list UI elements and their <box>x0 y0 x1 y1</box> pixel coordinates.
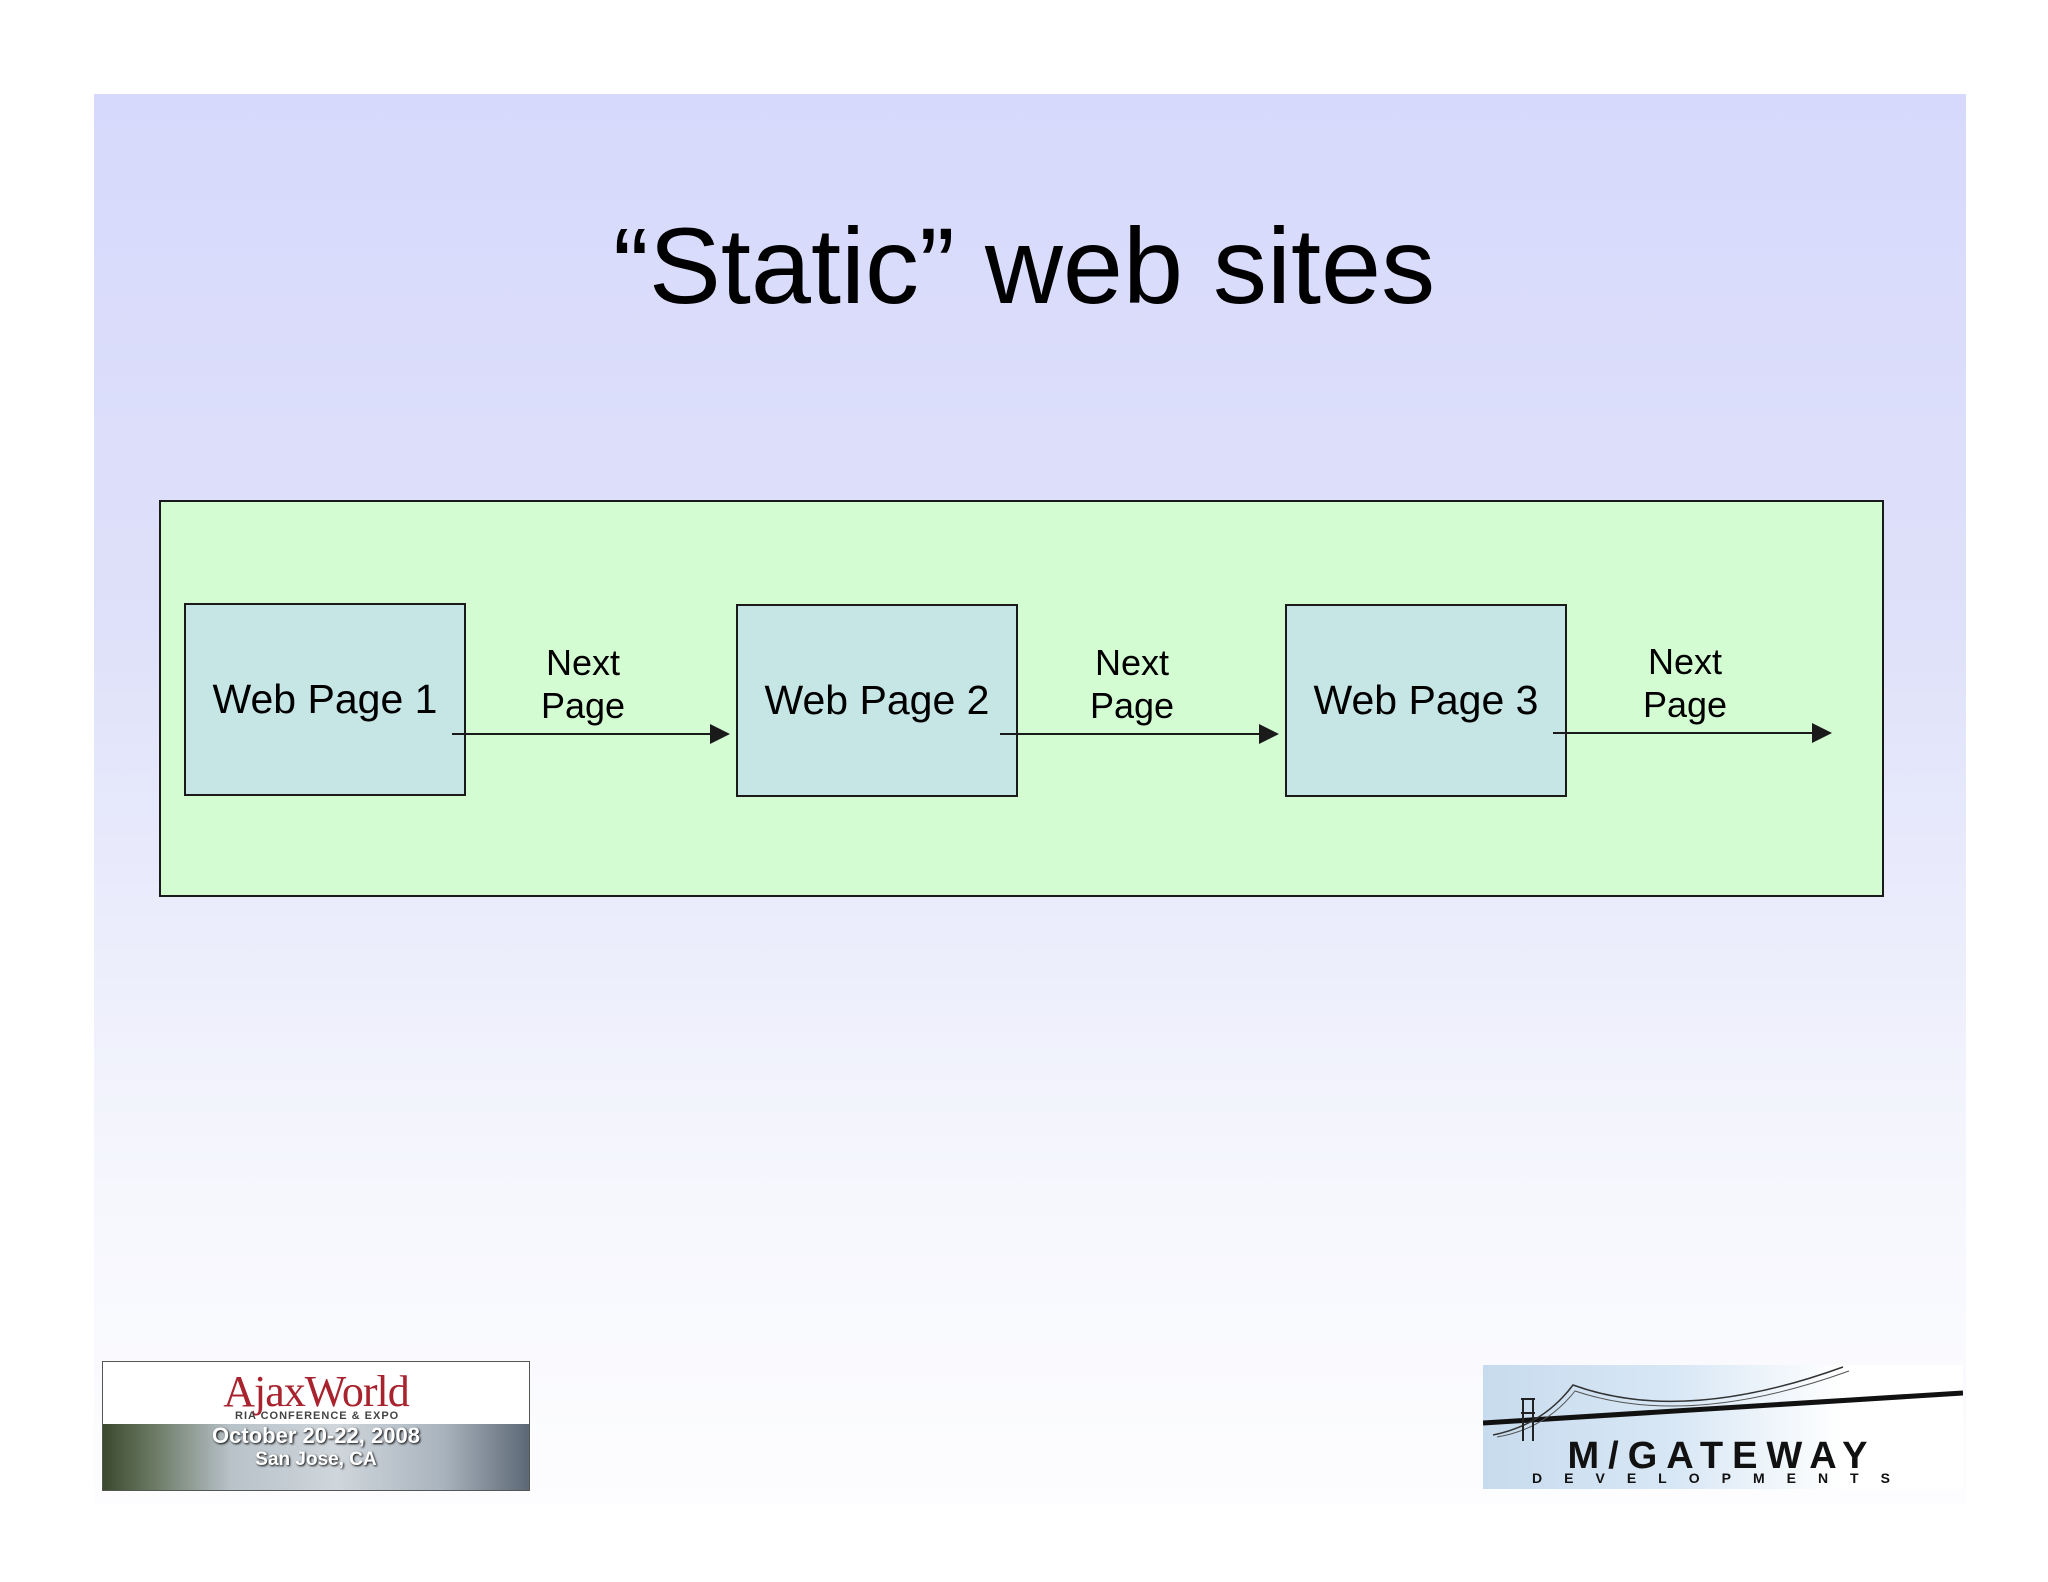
edge-label-2: Next Page <box>1032 641 1232 727</box>
slide-title: “Static” web sites <box>612 205 1436 326</box>
mgateway-logo: M/GATEWAY DEVELOPMENTS <box>1483 1365 1963 1489</box>
mgateway-brand: M/GATEWAY <box>1567 1435 1877 1477</box>
ajaxworld-date: October 20-22, 2008 <box>212 1423 420 1448</box>
edge-label-1: Next Page <box>483 641 683 727</box>
edge-label-1-line2: Page <box>540 685 626 726</box>
ajaxworld-logo-header <box>103 1362 529 1424</box>
ajaxworld-event-info: October 20-22, 2008 San Jose, CA <box>103 1424 529 1472</box>
ajaxworld-logo: AjaxWorld RIA CONFERENCE & EXPO October … <box>102 1361 530 1491</box>
edge-arrow-3 <box>1553 723 1832 743</box>
edge-label-3-line1: Next <box>1647 641 1723 682</box>
edge-label-3-line2: Page <box>1642 684 1728 725</box>
edge-label-3: Next Page <box>1585 640 1785 726</box>
node-web-page-2: Web Page 2 <box>736 604 1018 797</box>
ajaxworld-brand: AjaxWorld <box>223 1367 409 1416</box>
edge-arrow-2 <box>1000 724 1279 744</box>
edge-arrow-1 <box>452 724 730 744</box>
ajaxworld-location: San Jose, CA <box>255 1449 377 1470</box>
bridge-icon <box>1483 1366 1963 1441</box>
mgateway-tagline: DEVELOPMENTS <box>1532 1470 1912 1486</box>
edge-label-2-line1: Next <box>1094 642 1170 683</box>
node-web-page-3: Web Page 3 <box>1285 604 1567 797</box>
ajaxworld-tagline: RIA CONFERENCE & EXPO <box>235 1410 400 1422</box>
ajaxworld-photo <box>103 1424 529 1490</box>
edge-label-1-line1: Next <box>545 642 621 683</box>
node-web-page-1: Web Page 1 <box>184 603 466 796</box>
edge-label-2-line2: Page <box>1089 685 1175 726</box>
